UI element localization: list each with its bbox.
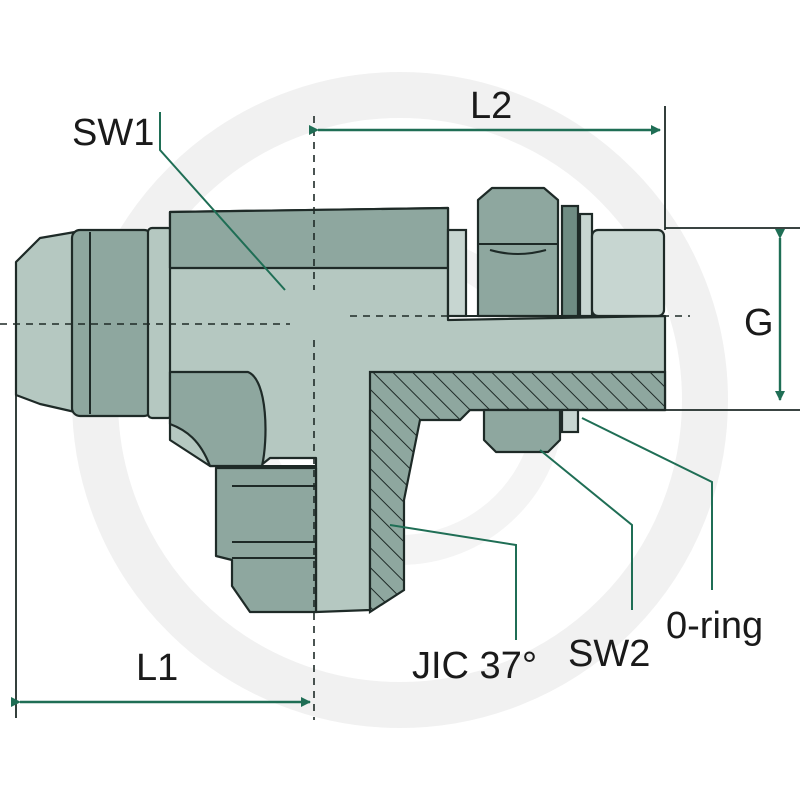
leader-lines xyxy=(159,112,713,640)
label-o-ring: 0-ring xyxy=(666,605,763,647)
label-g: G xyxy=(744,302,774,344)
label-sw1: SW1 xyxy=(72,112,154,154)
label-l2: L2 xyxy=(470,85,512,127)
label-sw2: SW2 xyxy=(568,633,650,675)
label-l1: L1 xyxy=(136,647,178,689)
label-jic-37: JIC 37° xyxy=(412,645,537,687)
bottom-male-connector xyxy=(214,370,667,615)
center-lines xyxy=(0,116,690,720)
left-male-connector xyxy=(14,226,174,420)
extension-lines xyxy=(15,106,800,718)
